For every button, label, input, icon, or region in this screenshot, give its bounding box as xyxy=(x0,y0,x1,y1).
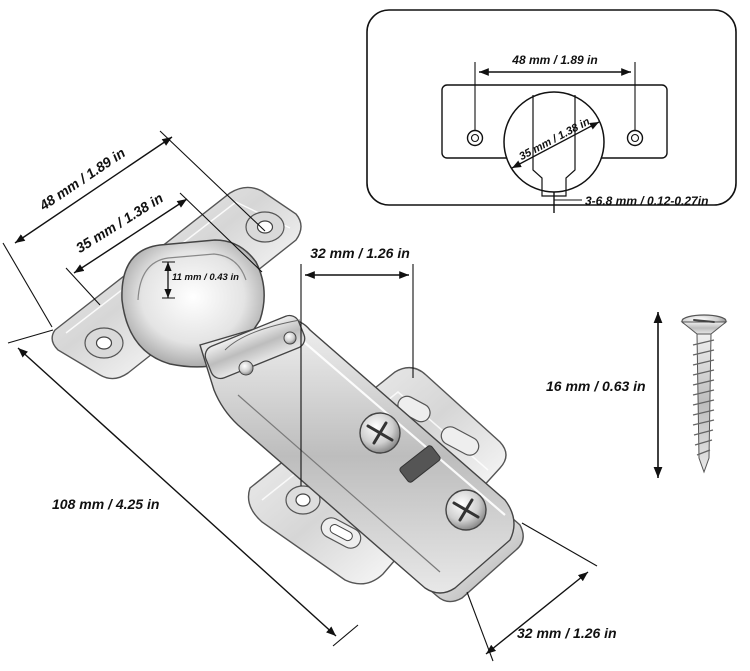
inset-left-hole xyxy=(466,129,484,147)
dimension-108-line xyxy=(17,347,337,637)
drilling-template-inset: 48 mm / 1.89 in 35 mm / 1.38 in 3-6.8 mm… xyxy=(366,9,737,213)
cup-plate-hole-left xyxy=(84,327,124,359)
inset-edge-label: 3-6.8 mm / 0.12-0.27in xyxy=(585,194,708,208)
dimension-16: 16 mm / 0.63 in xyxy=(546,312,663,478)
dimension-32-bottom-label: 32 mm / 1.26 in xyxy=(517,625,617,641)
dimension-108: 108 mm / 4.25 in xyxy=(7,329,359,647)
inset-right-hole xyxy=(626,129,644,147)
hinge-illustration xyxy=(51,186,524,603)
dimension-108-label: 108 mm / 4.25 in xyxy=(52,496,159,512)
dimension-11-label: 11 mm / 0.43 in xyxy=(172,272,239,283)
inset-48-label: 48 mm / 1.89 in xyxy=(511,53,597,67)
dimension-48-line xyxy=(14,136,173,244)
dimension-32-top-label: 32 mm / 1.26 in xyxy=(310,245,410,261)
wood-screw xyxy=(680,314,728,474)
dimension-32-bottom-line xyxy=(485,571,589,655)
dimension-32-bottom: 32 mm / 1.26 in xyxy=(466,522,617,662)
arm-screw-top xyxy=(359,412,401,454)
arm-screw-bottom xyxy=(445,489,487,531)
cup-plate-hole-right xyxy=(245,211,285,243)
dimension-35-line xyxy=(73,198,188,274)
arm-adjust-slot xyxy=(399,445,441,483)
plate-slot-right xyxy=(440,426,480,456)
dimension-11: 11 mm / 0.43 in xyxy=(162,261,239,299)
inset-35-dimension-line xyxy=(511,121,600,169)
dimension-16-label: 16 mm / 0.63 in xyxy=(546,378,646,394)
dimension-48-label: 48 mm / 1.89 in xyxy=(36,144,128,214)
